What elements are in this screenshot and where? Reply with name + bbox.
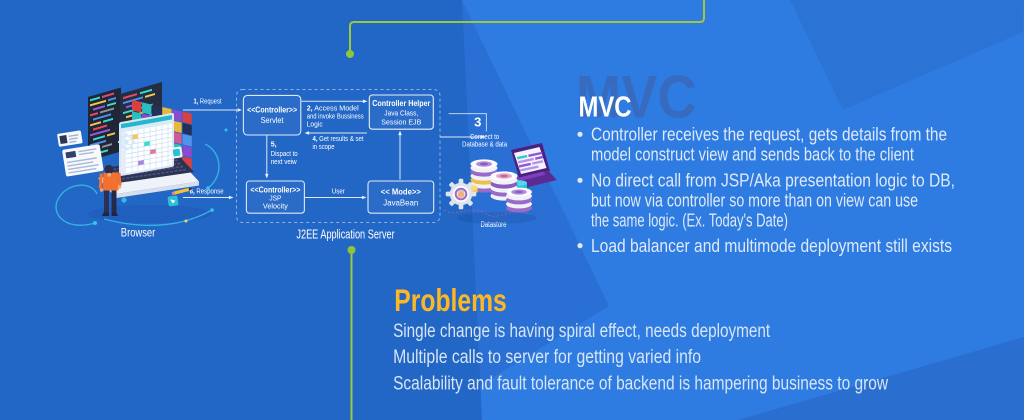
svg-text:Session EJB: Session EJB [381,118,421,127]
svg-text:Servlet: Servlet [261,116,285,125]
svg-text:Multiple calls to server for g: Multiple calls to server for getting var… [393,347,701,368]
svg-text:JSP: JSP [269,196,281,203]
svg-text:1, Request: 1, Request [194,97,223,106]
svg-text:2, Access Model: 2, Access Model [307,104,359,113]
svg-text:6, Response: 6, Response [190,187,224,196]
svg-text:Single change is having spiral: Single change is having spiral effect, n… [393,321,771,342]
svg-text:Controller receives the reques: Controller receives the request, gets de… [591,125,947,145]
svg-text:User: User [332,187,345,196]
svg-text:<< Mode>>: << Mode>> [381,188,421,197]
svg-text:Load balancer and multimode de: Load balancer and multimode deployment s… [591,236,952,256]
svg-text:5,: 5, [271,140,277,149]
svg-text:JavaBean: JavaBean [383,199,418,208]
svg-text:MVC: MVC [576,64,697,131]
svg-text:Logic: Logic [307,120,323,129]
svg-text:next veiw: next veiw [271,157,297,166]
svg-text:<<Controller>>: <<Controller>> [250,186,300,195]
svg-text:and invoke Bussiness: and invoke Bussiness [307,112,364,121]
svg-text:3: 3 [474,114,481,129]
svg-text:Connect to: Connect to [470,132,499,141]
svg-text:J2EE Application Server: J2EE Application Server [296,227,395,242]
svg-text:MVC: MVC [579,92,632,124]
svg-text:Java Class,: Java Class, [384,109,418,118]
svg-text:Problems: Problems [394,282,507,318]
svg-text:<<Controller>>: <<Controller>> [247,106,297,115]
svg-text:Scalability and fault toleranc: Scalability and fault tolerance of backe… [393,373,888,394]
svg-text:the same logic. (Ex. Today's D: the same logic. (Ex. Today's Date) [591,211,788,231]
svg-text:Database & data: Database & data [462,140,508,149]
svg-text:Browser: Browser [121,226,156,240]
svg-text:4, Get results & set: 4, Get results & set [313,134,365,143]
svg-text:Controller Helper: Controller Helper [372,99,430,108]
svg-text:Datastore: Datastore [481,220,507,229]
svg-text:model construct view and sends: model construct view and sends back to t… [591,145,914,165]
svg-text:in scope: in scope [313,142,335,151]
svg-text:Velocity: Velocity [263,204,289,211]
svg-text:but now via controller so more: but now via controller so more than on v… [591,191,918,211]
svg-text:No direct call from JSP/Aka pr: No direct call from JSP/Aka presentation… [591,171,955,191]
svg-text:Dispact to: Dispact to [271,149,298,158]
